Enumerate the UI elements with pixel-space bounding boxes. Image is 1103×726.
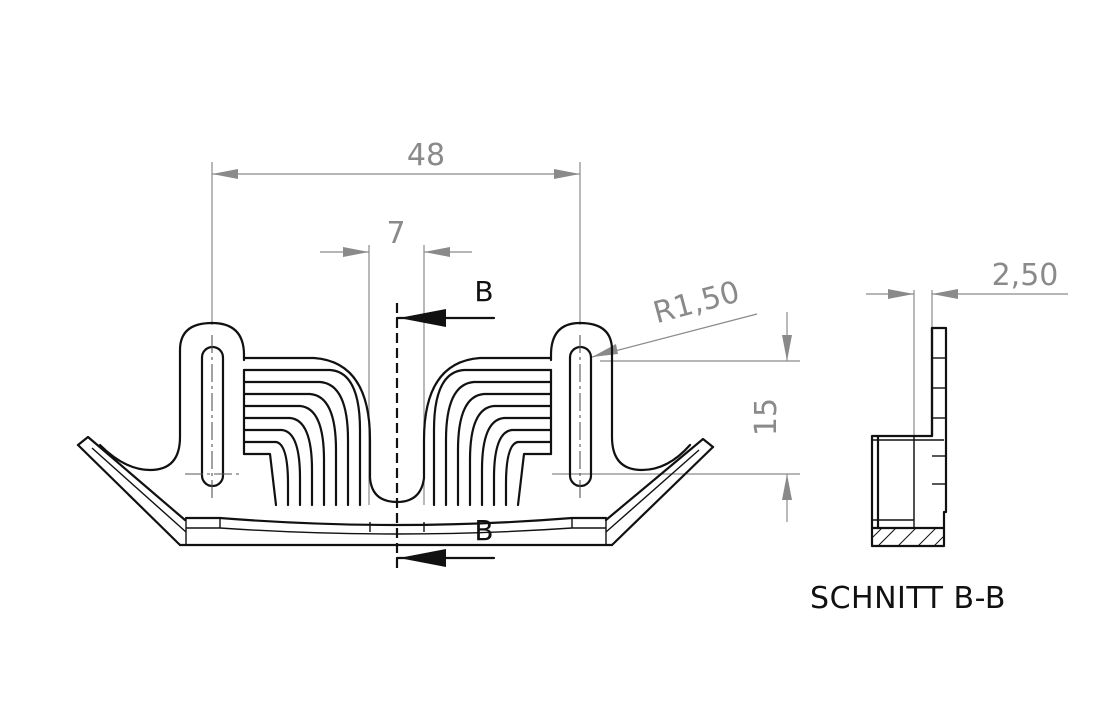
section-arrow-icon [399,549,446,567]
left-wing-edge [76,443,182,547]
right-wing-edge [610,445,715,547]
dimension-label-thickness: 2,50 [992,258,1059,293]
rib [432,368,553,507]
arrowhead-icon [782,474,792,500]
dimension-label-radius: R1,50 [650,275,744,331]
arrowhead-icon [424,247,450,257]
hatch-line [877,527,897,547]
section-profile [870,326,948,548]
rib [242,380,350,507]
arrowhead-icon [343,247,369,257]
base-top-edge [184,516,608,527]
rib [444,380,553,507]
arrowhead-icon [932,289,958,299]
section-arrow-icon [399,309,446,327]
section-line-b: B B [395,275,496,572]
hatch-line [917,527,937,547]
section-caption: SCHNITT B-B [810,581,1006,616]
section-hatching [871,527,945,547]
arrowhead-icon [782,335,792,361]
arrowhead-icon [212,169,238,179]
left-wing-inner [91,447,187,533]
dimension-label-48: 48 [407,138,445,173]
base-inner-edge [186,527,606,535]
left-rib-group [242,368,362,507]
left-wing-outer [76,435,187,522]
right-mounting-ear [549,321,614,439]
rib [242,428,302,507]
section-marker-top: B [474,275,493,308]
rib [504,440,553,507]
arrowhead-icon [592,344,618,357]
dimension-radius: R1,50 [591,275,758,358]
dimension-15: 15 [552,312,800,522]
hatch-line [871,527,883,539]
hatch-line [897,527,917,547]
hatch-line [933,535,945,547]
rib [242,440,290,507]
left-mounting-ear [178,321,246,439]
rib [242,416,314,507]
right-rib-group [432,368,553,507]
rib [516,452,553,507]
dimension-label-7: 7 [386,216,405,251]
dimension-48: 48 [211,138,581,325]
rib [242,404,326,507]
left-side-curve [98,435,182,472]
leader-line [591,313,758,358]
rib [480,416,553,507]
section-view-b-b: 2,50 SCHNITT B-B [810,258,1068,616]
arrowhead-icon [888,289,914,299]
right-wing-inner [605,449,700,533]
rib [242,452,278,507]
rib [242,368,362,507]
dimension-label-15: 15 [749,398,784,436]
arrowhead-icon [554,169,580,179]
rib [456,392,553,507]
rib [492,428,553,507]
right-wing-outer [604,437,715,522]
right-side-curve [610,435,692,472]
part-front-view [76,321,715,547]
center-notch-outline [242,356,553,504]
rib [242,392,338,507]
section-marker-bottom: B [474,514,493,547]
rib [468,404,553,507]
